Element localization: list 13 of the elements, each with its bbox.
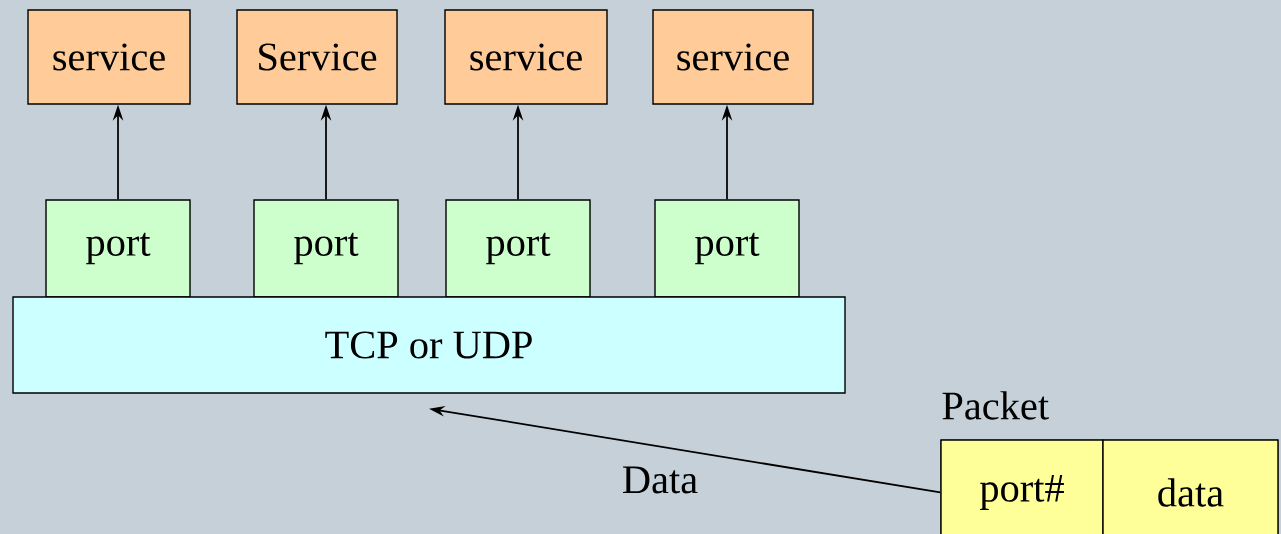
service-box: service xyxy=(652,9,814,105)
port-box: port xyxy=(445,199,591,298)
port-box: port xyxy=(654,199,800,298)
service-box: service xyxy=(27,9,191,105)
packet-heading: Packet xyxy=(942,391,1049,420)
protocol-box: TCP or UDP xyxy=(12,296,846,394)
service-box: Service xyxy=(236,9,398,105)
port-box: port xyxy=(45,199,191,298)
port-box: port xyxy=(253,199,399,298)
packet-cell: data xyxy=(1102,439,1279,534)
packet-cell: port# xyxy=(940,439,1104,534)
service-box: service xyxy=(444,9,608,105)
edge-label: Data xyxy=(623,466,698,494)
